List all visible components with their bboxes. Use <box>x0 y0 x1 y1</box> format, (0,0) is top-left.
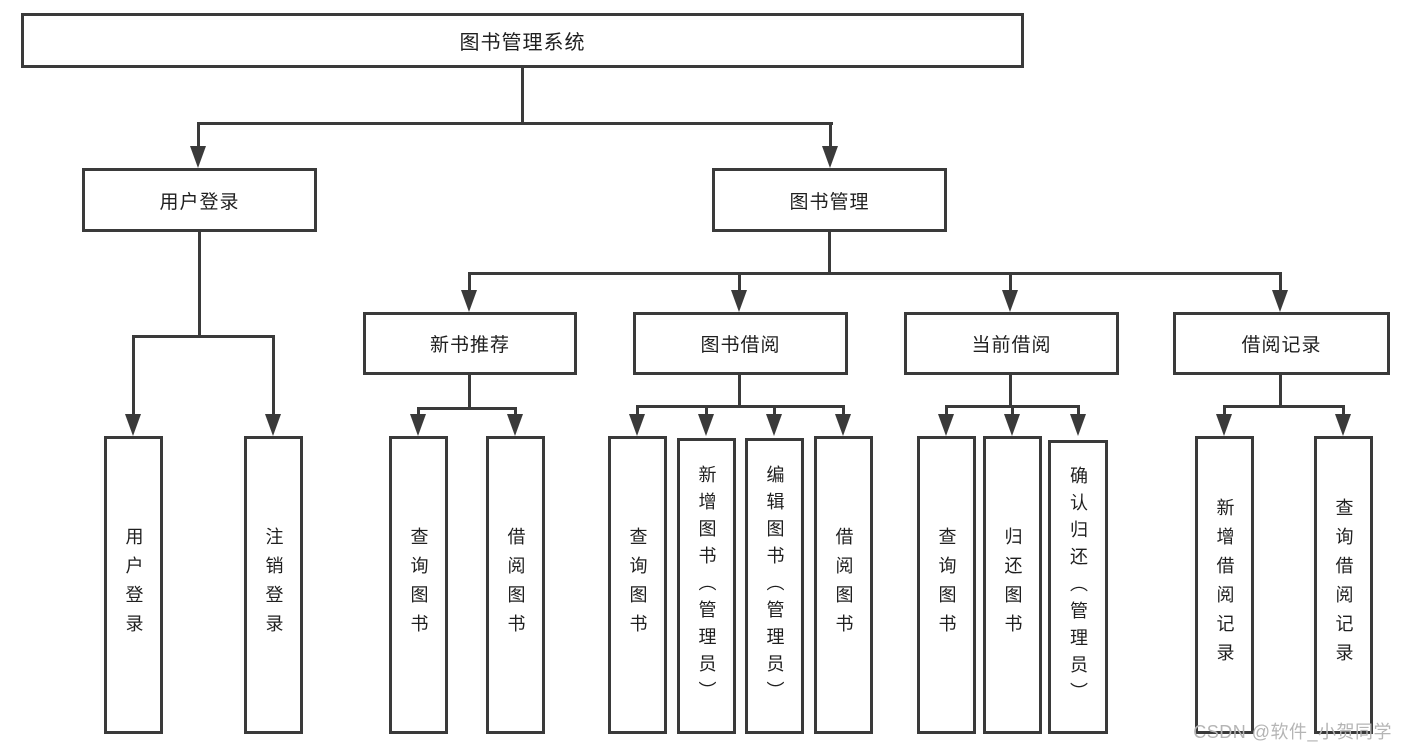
leaf-user-login-label: 用户登录 <box>123 527 144 643</box>
leaf-query-books-3-label: 查询图书 <box>936 527 957 643</box>
node-root: 图书管理系统 <box>21 13 1024 68</box>
arrow-down-book-borrowing <box>731 290 747 312</box>
connector-bookmgmt-drop-1 <box>468 272 471 290</box>
leaf-return-books-label: 归还图书 <box>1002 527 1023 643</box>
leaf-user-login: 用户登录 <box>104 436 163 734</box>
watermark: CSDN @软件_小贺同学 <box>1193 722 1392 742</box>
connector-borrowing-stem <box>738 375 741 405</box>
connector-newbook-drop-1 <box>417 407 420 414</box>
arrow-down-new-book-recommend <box>461 290 477 312</box>
connector-root-stem <box>521 68 524 122</box>
arrow-down-query-borrow-record <box>1335 414 1351 436</box>
arrow-down-current-borrowing <box>1002 290 1018 312</box>
arrow-down-query-books-1 <box>410 414 426 436</box>
node-book-management: 图书管理 <box>712 168 947 232</box>
connector-current-drop-1 <box>945 405 948 414</box>
leaf-query-borrow-record: 查询借阅记录 <box>1314 436 1373 734</box>
connector-current-drop-3 <box>1077 405 1080 414</box>
leaf-query-borrow-record-label: 查询借阅记录 <box>1333 498 1354 672</box>
leaf-logout-label: 注销登录 <box>263 527 284 643</box>
connector-newbook-rail <box>417 407 517 410</box>
connector-records-stem <box>1279 375 1282 405</box>
node-current-borrowing: 当前借阅 <box>904 312 1119 375</box>
connector-userlogin-drop-1 <box>132 335 135 414</box>
arrow-down-leaf-logout <box>265 414 281 436</box>
connector-borrowing-drop-1 <box>636 405 639 414</box>
connector-root-drop-right <box>829 122 832 146</box>
node-book-management-label: 图书管理 <box>789 191 870 213</box>
arrow-down-borrow-books-2 <box>835 414 851 436</box>
arrow-down-query-books-2 <box>629 414 645 436</box>
node-book-borrowing: 图书借阅 <box>633 312 848 375</box>
node-root-label: 图书管理系统 <box>459 32 586 54</box>
leaf-confirm-return-admin-label: 确认归还（管理员） <box>1068 465 1088 709</box>
leaf-edit-book-admin: 编辑图书（管理员） <box>745 438 804 734</box>
node-borrowing-records: 借阅记录 <box>1173 312 1390 375</box>
connector-borrowing-drop-3 <box>773 405 776 414</box>
leaf-add-book-admin-label: 新增图书（管理员） <box>696 464 717 708</box>
arrow-down-book-management <box>822 146 838 168</box>
connector-records-drop-1 <box>1223 405 1226 414</box>
connector-root-rail <box>197 122 833 125</box>
leaf-borrow-books-2-label: 借阅图书 <box>833 527 854 643</box>
leaf-add-borrow-record-label: 新增借阅记录 <box>1214 498 1235 672</box>
arrow-down-borrowing-records <box>1272 290 1288 312</box>
leaf-query-books-2-label: 查询图书 <box>627 527 648 643</box>
leaf-return-books: 归还图书 <box>983 436 1042 734</box>
connector-bookmgmt-rail <box>468 272 1282 275</box>
leaf-borrow-books-1: 借阅图书 <box>486 436 545 734</box>
connector-newbook-drop-2 <box>514 407 517 414</box>
node-new-book-recommend: 新书推荐 <box>363 312 577 375</box>
connector-userlogin-drop-2 <box>272 335 275 414</box>
connector-userlogin-rail <box>132 335 275 338</box>
leaf-query-books-1-label: 查询图书 <box>408 527 429 643</box>
node-new-book-recommend-label: 新书推荐 <box>429 335 510 356</box>
leaf-query-books-3: 查询图书 <box>917 436 976 734</box>
connector-records-drop-2 <box>1342 405 1345 414</box>
node-borrowing-records-label: 借阅记录 <box>1241 335 1322 356</box>
arrow-down-query-books-3 <box>938 414 954 436</box>
arrow-down-confirm-return <box>1070 414 1086 436</box>
arrow-down-leaf-user-login <box>125 414 141 436</box>
arrow-down-add-borrow-record <box>1216 414 1232 436</box>
node-user-login-label: 用户登录 <box>159 191 240 213</box>
connector-current-stem <box>1009 375 1012 405</box>
arrow-down-user-login <box>190 146 206 168</box>
leaf-query-books-2: 查询图书 <box>608 436 667 734</box>
connector-bookmgmt-stem <box>828 232 831 272</box>
connector-bookmgmt-drop-4 <box>1279 272 1282 290</box>
arrow-down-edit-book <box>766 414 782 436</box>
leaf-edit-book-admin-label: 编辑图书（管理员） <box>764 464 785 708</box>
connector-bookmgmt-drop-3 <box>1009 272 1012 290</box>
leaf-borrow-books-2: 借阅图书 <box>814 436 873 734</box>
connector-borrowing-drop-4 <box>842 405 845 414</box>
connector-current-drop-2 <box>1011 405 1014 414</box>
connector-userlogin-stem <box>198 232 201 335</box>
node-current-borrowing-label: 当前借阅 <box>971 335 1052 356</box>
connector-borrowing-drop-2 <box>705 405 708 414</box>
arrow-down-add-book <box>698 414 714 436</box>
connector-root-drop-left <box>197 122 200 146</box>
leaf-add-book-admin: 新增图书（管理员） <box>677 438 736 734</box>
leaf-add-borrow-record: 新增借阅记录 <box>1195 436 1254 734</box>
arrow-down-return-books <box>1004 414 1020 436</box>
leaf-confirm-return-admin: 确认归还（管理员） <box>1048 440 1108 734</box>
leaf-query-books-1: 查询图书 <box>389 436 448 734</box>
leaf-borrow-books-1-label: 借阅图书 <box>505 527 526 643</box>
connector-records-rail <box>1223 405 1345 408</box>
node-user-login: 用户登录 <box>82 168 317 232</box>
leaf-logout: 注销登录 <box>244 436 303 734</box>
node-book-borrowing-label: 图书借阅 <box>700 335 781 356</box>
connector-borrowing-rail <box>636 405 845 408</box>
connector-bookmgmt-drop-2 <box>738 272 741 290</box>
arrow-down-borrow-books-1 <box>507 414 523 436</box>
connector-newbook-stem <box>468 375 471 407</box>
